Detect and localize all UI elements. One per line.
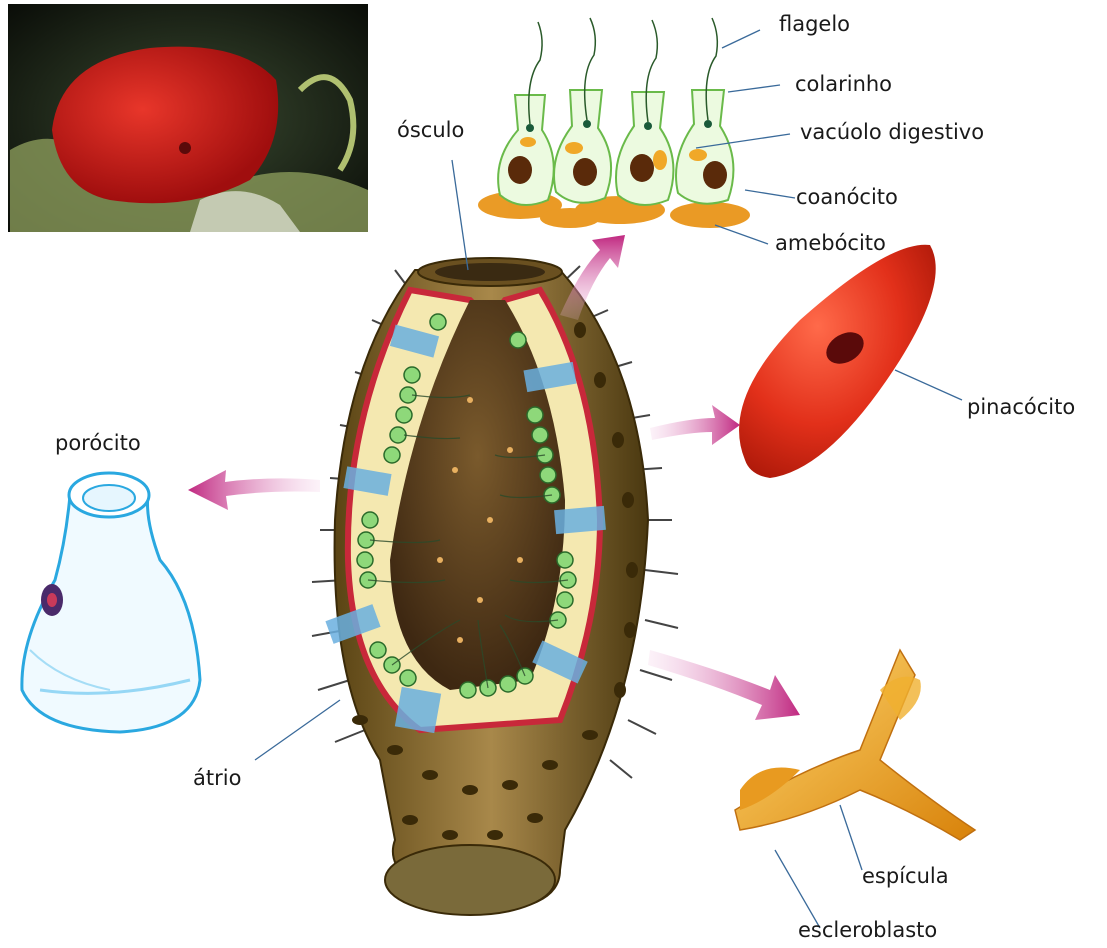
label-colarinho: colarinho — [795, 74, 892, 95]
label-escleroblasto: escleroblasto — [798, 920, 937, 941]
sponge-photo — [8, 4, 368, 232]
label-pinacocito: pinacócito — [967, 397, 1075, 418]
pinacocyte-cell — [739, 245, 936, 478]
label-osculo: ósculo — [397, 120, 464, 141]
label-porocito: porócito — [55, 433, 141, 454]
label-amebocito: amebócito — [775, 233, 886, 254]
sponge-body — [312, 258, 678, 915]
label-espicula: espícula — [862, 866, 949, 887]
porocyte-cell — [22, 473, 200, 732]
label-atrio: átrio — [193, 768, 241, 789]
label-coanocito: coanócito — [796, 187, 898, 208]
spicule-scleroblast — [735, 650, 975, 840]
choanocyte-cluster — [478, 18, 750, 228]
label-vacuolo-digestivo: vacúolo digestivo — [800, 122, 984, 143]
label-flagelo: flagelo — [779, 14, 850, 35]
